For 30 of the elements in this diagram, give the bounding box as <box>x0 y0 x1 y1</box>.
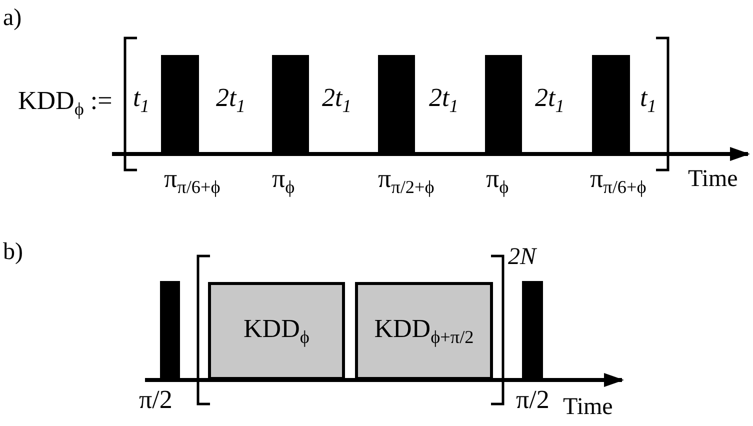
panel-label: a) <box>3 6 22 30</box>
pulse-bar <box>522 281 543 380</box>
axis-label: Time <box>563 395 613 419</box>
pulse-bar <box>592 55 630 154</box>
axis-label: Time <box>688 167 738 191</box>
pulse-label: π$_{π/6+ϕ}$ <box>164 166 220 196</box>
delay-label: t$_{1}$ <box>133 85 150 116</box>
pulse-label: π$_{ϕ}$ <box>272 166 295 196</box>
pulse-bar <box>378 55 415 154</box>
block-label: KDD$_{ϕ}$ <box>244 316 310 346</box>
delay-label: 2t$_{1}$ <box>322 85 352 116</box>
panel-label: b) <box>3 240 23 264</box>
delay-label: 2t$_{1}$ <box>216 85 246 116</box>
pulse-bar <box>272 55 309 154</box>
pulse-bar <box>160 281 180 380</box>
block-label: KDD$_{ϕ+π/2}$ <box>374 316 474 346</box>
sequence-label: KDD$_{ϕ}$ := <box>18 88 112 118</box>
pulse-label: π$_{π/2+ϕ}$ <box>378 166 434 196</box>
pulse-label: π$_{ϕ}$ <box>486 166 509 196</box>
delay-label: 2t$_{1}$ <box>429 85 458 116</box>
pulse-bar <box>161 55 199 154</box>
delay-label: t$_{1}$ <box>640 85 656 116</box>
pulse-label: π/2 <box>139 387 172 413</box>
block-box <box>208 282 345 380</box>
pulse-bar <box>485 55 522 154</box>
pulse-label: π$_{π/6+ϕ}$ <box>590 166 646 196</box>
block-box <box>355 282 493 380</box>
delay-label: 2t$_{1}$ <box>535 85 564 116</box>
repeat-label: 2N <box>508 245 536 269</box>
pulse-label: π/2 <box>516 387 550 413</box>
